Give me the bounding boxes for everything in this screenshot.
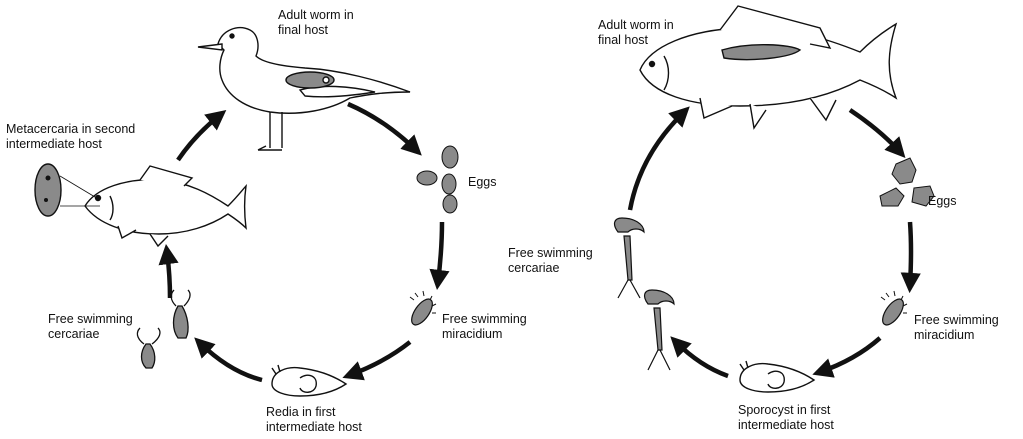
label-line: Metacercaria in second bbox=[6, 122, 135, 137]
label-line: Adult worm in bbox=[278, 8, 354, 23]
arrow-cercariae-to-carp bbox=[630, 112, 684, 210]
label-line: cercariae bbox=[48, 327, 133, 342]
label-cercariae-right: Free swimming cercariae bbox=[508, 246, 593, 276]
label-line: Free swimming bbox=[442, 312, 527, 327]
arrow-fish-to-bird bbox=[178, 115, 220, 160]
label-line: Adult worm in bbox=[598, 18, 674, 33]
arrow-miracidium-to-snail-right bbox=[820, 338, 880, 372]
label-miracidium-right: Free swimming miracidium bbox=[914, 313, 999, 343]
arrow-eggs-to-miracidium-right bbox=[910, 222, 911, 285]
label-line: Eggs bbox=[928, 194, 957, 209]
label-eggs-left: Eggs bbox=[468, 175, 497, 190]
label-adult-worm-left: Adult worm in final host bbox=[278, 8, 354, 38]
miracidium-right bbox=[879, 291, 908, 328]
snail-sporocyst bbox=[740, 361, 814, 392]
arrow-cercariae-to-fish bbox=[167, 252, 170, 298]
label-cercariae-left: Free swimming cercariae bbox=[48, 312, 133, 342]
carp-final-host bbox=[640, 6, 896, 128]
eggs-left bbox=[417, 146, 458, 213]
label-line: Free swimming bbox=[508, 246, 593, 261]
arrow-snail-to-cercariae bbox=[200, 343, 262, 380]
fish-second-intermediate-host bbox=[85, 166, 246, 246]
gull-final-host bbox=[198, 28, 410, 150]
label-line: intermediate host bbox=[738, 418, 834, 433]
cercariae-left bbox=[137, 290, 190, 368]
label-line: final host bbox=[278, 23, 354, 38]
label-adult-worm-right: Adult worm in final host bbox=[598, 18, 674, 48]
label-sporocyst: Sporocyst in first intermediate host bbox=[738, 403, 834, 433]
snail-redia bbox=[272, 365, 346, 396]
miracidium-left bbox=[408, 291, 437, 328]
arrow-bird-to-eggs bbox=[348, 104, 416, 150]
arrow-snail-to-cercariae-right bbox=[676, 342, 728, 376]
label-line: intermediate host bbox=[266, 420, 362, 435]
eggs-right bbox=[880, 158, 934, 206]
label-metacercaria: Metacercaria in second intermediate host bbox=[6, 122, 135, 152]
label-line: cercariae bbox=[508, 261, 593, 276]
label-line: Free swimming bbox=[914, 313, 999, 328]
label-line: Redia in first bbox=[266, 405, 362, 420]
label-line: final host bbox=[598, 33, 674, 48]
label-line: miracidium bbox=[442, 327, 527, 342]
label-eggs-right: Eggs bbox=[928, 194, 957, 209]
arrow-carp-to-eggs bbox=[850, 110, 900, 152]
label-line: miracidium bbox=[914, 328, 999, 343]
label-miracidium-left: Free swimming miracidium bbox=[442, 312, 527, 342]
label-line: intermediate host bbox=[6, 137, 135, 152]
label-line: Sporocyst in first bbox=[738, 403, 834, 418]
cercariae-right bbox=[615, 218, 674, 370]
arrow-eggs-to-miracidium bbox=[438, 222, 442, 282]
label-line: Free swimming bbox=[48, 312, 133, 327]
arrow-miracidium-to-snail bbox=[350, 342, 410, 375]
label-redia: Redia in first intermediate host bbox=[266, 405, 362, 435]
label-line: Eggs bbox=[468, 175, 497, 190]
